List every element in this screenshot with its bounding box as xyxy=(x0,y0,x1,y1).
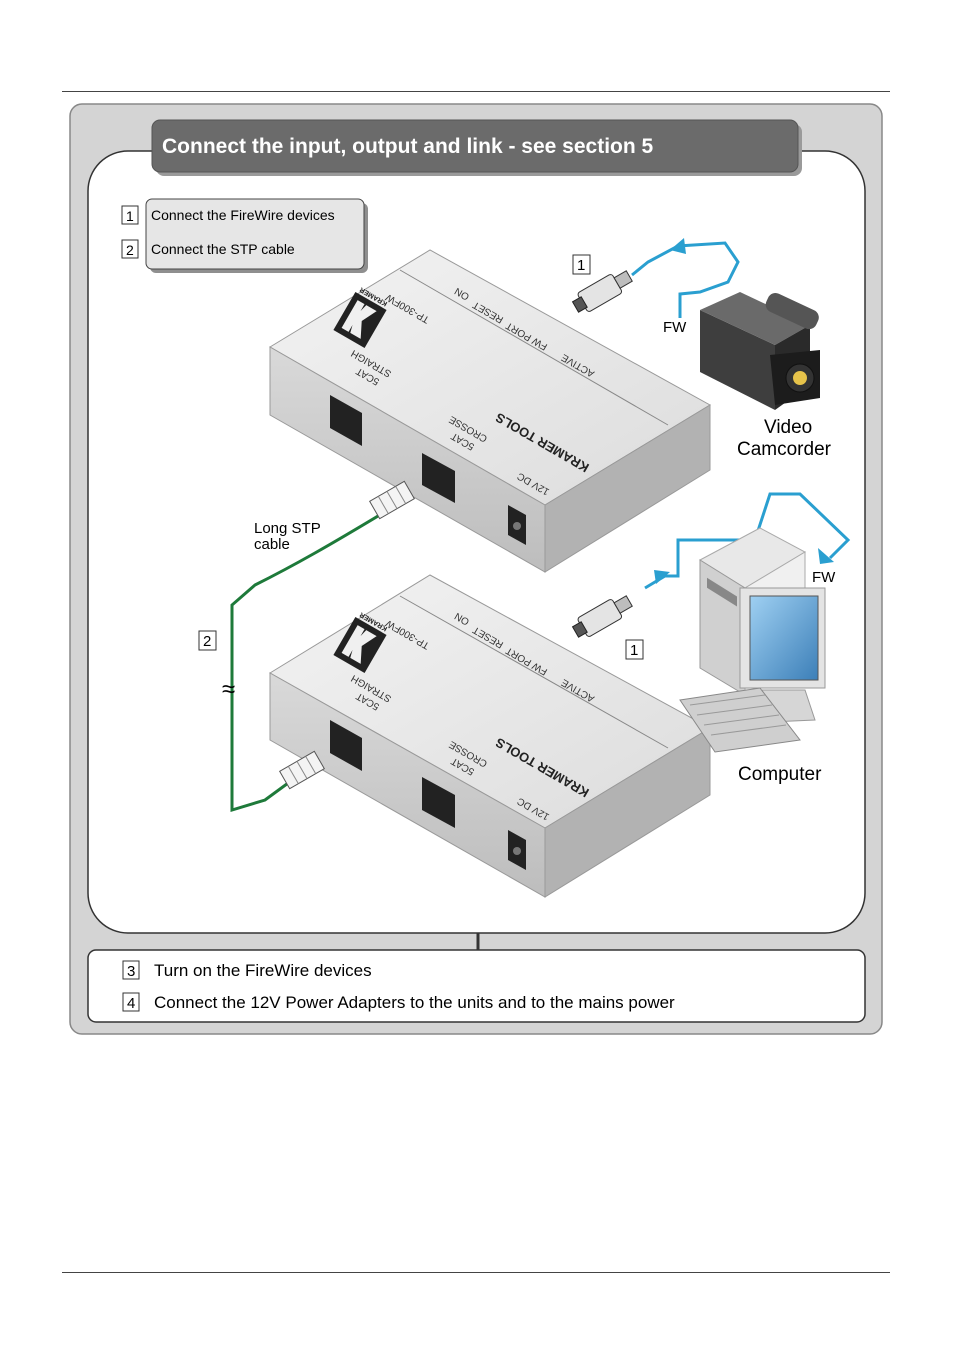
unit-top-divider xyxy=(399,269,669,426)
stp-cable xyxy=(230,508,389,813)
firewire-cable-camcorder xyxy=(631,241,740,318)
step-1-number: 1 xyxy=(126,208,134,224)
rj45-port-crossed[interactable] xyxy=(422,777,455,828)
fw-arrow-lower xyxy=(654,570,670,584)
step-1-number-box xyxy=(121,205,139,225)
computer-label: Computer xyxy=(738,764,822,785)
title-banner xyxy=(151,119,799,173)
step-2-number: 2 xyxy=(126,242,134,258)
fw-label-camcorder: FW xyxy=(663,319,687,336)
firewire-plug-lower xyxy=(571,595,633,638)
fw-step-marker-upper: 1 xyxy=(577,257,585,274)
stp-step-marker: 2 xyxy=(203,633,211,650)
unit-side-face xyxy=(544,404,711,573)
firewire-plug-upper xyxy=(571,270,633,313)
step-4-number-box xyxy=(122,992,140,1012)
cable-break-symbol: ≈ xyxy=(222,676,235,703)
rj45-port-straight[interactable] xyxy=(330,395,362,446)
fw-arrow-top xyxy=(670,238,686,254)
unit-top-divider xyxy=(399,595,669,749)
header-rule xyxy=(62,91,890,92)
fw-arrow-computer xyxy=(818,548,834,564)
page-title: Connect the input, output and link - see… xyxy=(162,135,654,158)
fw-step-marker-lower: 1 xyxy=(630,642,638,659)
step-3-number-box xyxy=(122,960,140,980)
kramer-logo: KRAMER xyxy=(333,610,389,674)
fw-step-marker-box-upper xyxy=(572,254,591,275)
fw-step-marker-box-lower xyxy=(625,639,644,660)
stp-step-marker-box xyxy=(198,630,217,651)
unit-side-face xyxy=(544,727,711,898)
step-3-number: 3 xyxy=(127,963,135,980)
step-4-number: 4 xyxy=(127,995,135,1012)
long-stp-cable-label-1: Long STP xyxy=(254,520,321,537)
camcorder-label-1: Video xyxy=(764,417,812,438)
fw-label-computer: FW xyxy=(812,569,836,586)
long-stp-cable-label-2: cable xyxy=(254,536,290,553)
step-4-text: Connect the 12V Power Adapters to the un… xyxy=(154,993,675,1012)
rj45-plug-lower xyxy=(278,750,326,790)
tp-300fw-unit-lower: KRAMER TP-300FW ON RESET FW PORT ACTIVE … xyxy=(269,574,712,898)
step-2-text: Connect the STP cable xyxy=(151,241,295,257)
step-1-text: Connect the FireWire devices xyxy=(151,207,335,223)
step-2-number-box xyxy=(121,239,139,259)
step-3-text: Turn on the FireWire devices xyxy=(154,961,372,980)
steps-box xyxy=(145,198,365,270)
rj45-plug-upper xyxy=(368,480,416,520)
video-camcorder-icon xyxy=(700,292,820,410)
computer-icon xyxy=(679,527,826,753)
rj45-port-straight[interactable] xyxy=(330,720,362,771)
tp-300fw-unit-upper: KRAMER TP-300FW ON RESET FW PORT ACTIVE … xyxy=(269,249,711,573)
rj45-port-crossed[interactable] xyxy=(422,453,455,503)
footer-rule xyxy=(62,1272,890,1273)
camcorder-label-2: Camcorder xyxy=(737,439,832,460)
